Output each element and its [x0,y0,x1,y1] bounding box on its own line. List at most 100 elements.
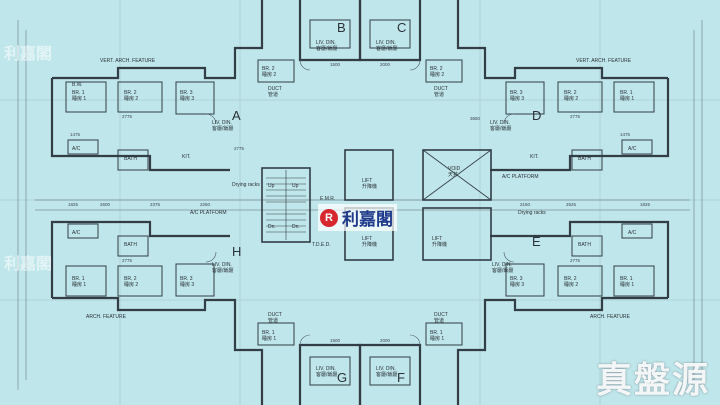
room-label: LIV. DIN. [490,120,510,126]
room-label: Drying racks [232,182,260,188]
dimension-label: 2375 [150,202,161,207]
room-label: BR. 1 [620,276,633,282]
room-label: BR. 2 [430,66,443,72]
logo-mark: R [320,208,338,227]
flat-labels: A B C D E F G H [232,20,541,385]
room-label: LIFT [362,178,372,184]
flat-label-e: E [532,234,541,249]
room-label: 睡房 1 [620,281,634,288]
room-label: 客廳/飯廳 [492,267,513,274]
logo-name: 利嘉閣 [342,210,393,230]
flat-label-a: A [232,108,241,123]
room-label: 睡房 2 [430,71,444,78]
room-label: DUCT [268,86,282,92]
lift-shaft-right [422,207,492,261]
room-label: 客廳/飯廳 [376,45,397,52]
dimension-label: 3650 [470,116,481,121]
room-label: 睡房 1 [262,335,276,342]
room-label: 客廳/飯廳 [490,125,511,132]
dimension-label: 2775 [570,258,581,263]
room-label: DUCT [268,312,282,318]
stairwell [261,167,311,243]
dimension-label: 1825 [640,202,651,207]
room-label: 睡房 2 [564,95,578,102]
flat-label-f: F [397,370,405,385]
dimension-labels: 2375 2600 1825 2250 2150 2525 1825 1475 … [68,62,651,343]
room-label: 睡房 1 [72,281,86,288]
dimension-label: 2000 [380,338,391,343]
dimension-label: 2775 [122,114,133,119]
brand-logo: R 利嘉閣 [318,204,397,231]
room-label: 睡房 3 [510,281,524,288]
room-label: B.W. [72,82,83,88]
room-label: ARCH. FEATURE [86,314,127,320]
room-label: BR. 1 [262,330,275,336]
room-label: 天井 [448,171,458,178]
room-label: 管道 [268,91,278,98]
room-label: LIV. DIN. [316,366,336,372]
room-label: 睡房 1 [620,95,634,102]
dimension-label: 2000 [380,62,391,67]
dimension-label: 2250 [200,202,211,207]
room-label: Dn. [292,224,300,230]
lift-shaft-upper [344,149,394,201]
room-label: 客廳/飯廳 [212,125,233,132]
dimension-label: 2775 [122,258,133,263]
void-shaft [422,149,492,201]
room-label: 睡房 2 [124,95,138,102]
dimension-label: 1475 [620,132,631,137]
flat-label-b: B [337,20,346,35]
room-label: BR. 1 [620,90,633,96]
dimension-label: 2150 [520,202,531,207]
room-label: BR. 3 [510,90,523,96]
room-label: BATH [578,156,591,162]
room-label: BR. 3 [510,276,523,282]
room-label: 睡房 3 [510,95,524,102]
room-label: T.D.E.D. [312,242,331,248]
room-label: BR. 2 [124,276,137,282]
room-label: VERT. ARCH. FEATURE [576,58,632,64]
core [261,149,492,261]
room-label: 管道 [268,317,278,324]
watermark: 真盤源 [595,360,710,401]
room-label: A/C PLATFORM [502,174,539,180]
side-watermark: 利嘉閣 [4,44,53,63]
room-label: LIV. DIN. [376,366,396,372]
room-label: A/C [628,230,637,236]
flat-label-g: G [337,370,347,385]
room-label: BATH [578,242,591,248]
room-label: 升降機 [432,241,447,248]
room-label: 客廳/飯廳 [212,267,233,274]
room-label: LIV. DIN. [212,120,232,126]
room-label: BR. 1 [72,90,85,96]
room-label: LIV. DIN. [492,262,512,268]
room-label: 睡房 2 [124,281,138,288]
room-label: 睡房 3 [180,95,194,102]
room-label: Dn. [268,224,276,230]
room-label: BR. 3 [180,276,193,282]
room-label: LIFT [432,236,442,242]
room-label: BR. 2 [124,90,137,96]
room-label: BR. 2 [564,276,577,282]
room-label: BATH [124,242,137,248]
partitions [65,19,655,386]
side-watermark: 利嘉閣 [4,254,53,273]
dimension-label: 2525 [566,202,577,207]
room-label: LIV. DIN. [376,40,396,46]
room-labels: BR. 1 睡房 1 BR. 2 睡房 2 BR. 3 睡房 3 LIV. DI… [72,40,637,378]
room-label: A/C [72,230,81,236]
room-label: BR. 1 [430,330,443,336]
dimension-label: 1500 [330,338,341,343]
room-label: LIV. DIN. [316,40,336,46]
room-label: ARCH. FEATURE [590,314,631,320]
door-swings [205,59,515,346]
room-label: 升降機 [362,241,377,248]
room-label: BR. 1 [72,276,85,282]
dimension-label: 2775 [234,146,245,151]
dimension-label: 2600 [100,202,111,207]
dimension-label: 2775 [570,114,581,119]
room-label: 升降機 [362,183,377,190]
room-label: BR. 2 [262,66,275,72]
room-label: A/C [72,146,81,152]
